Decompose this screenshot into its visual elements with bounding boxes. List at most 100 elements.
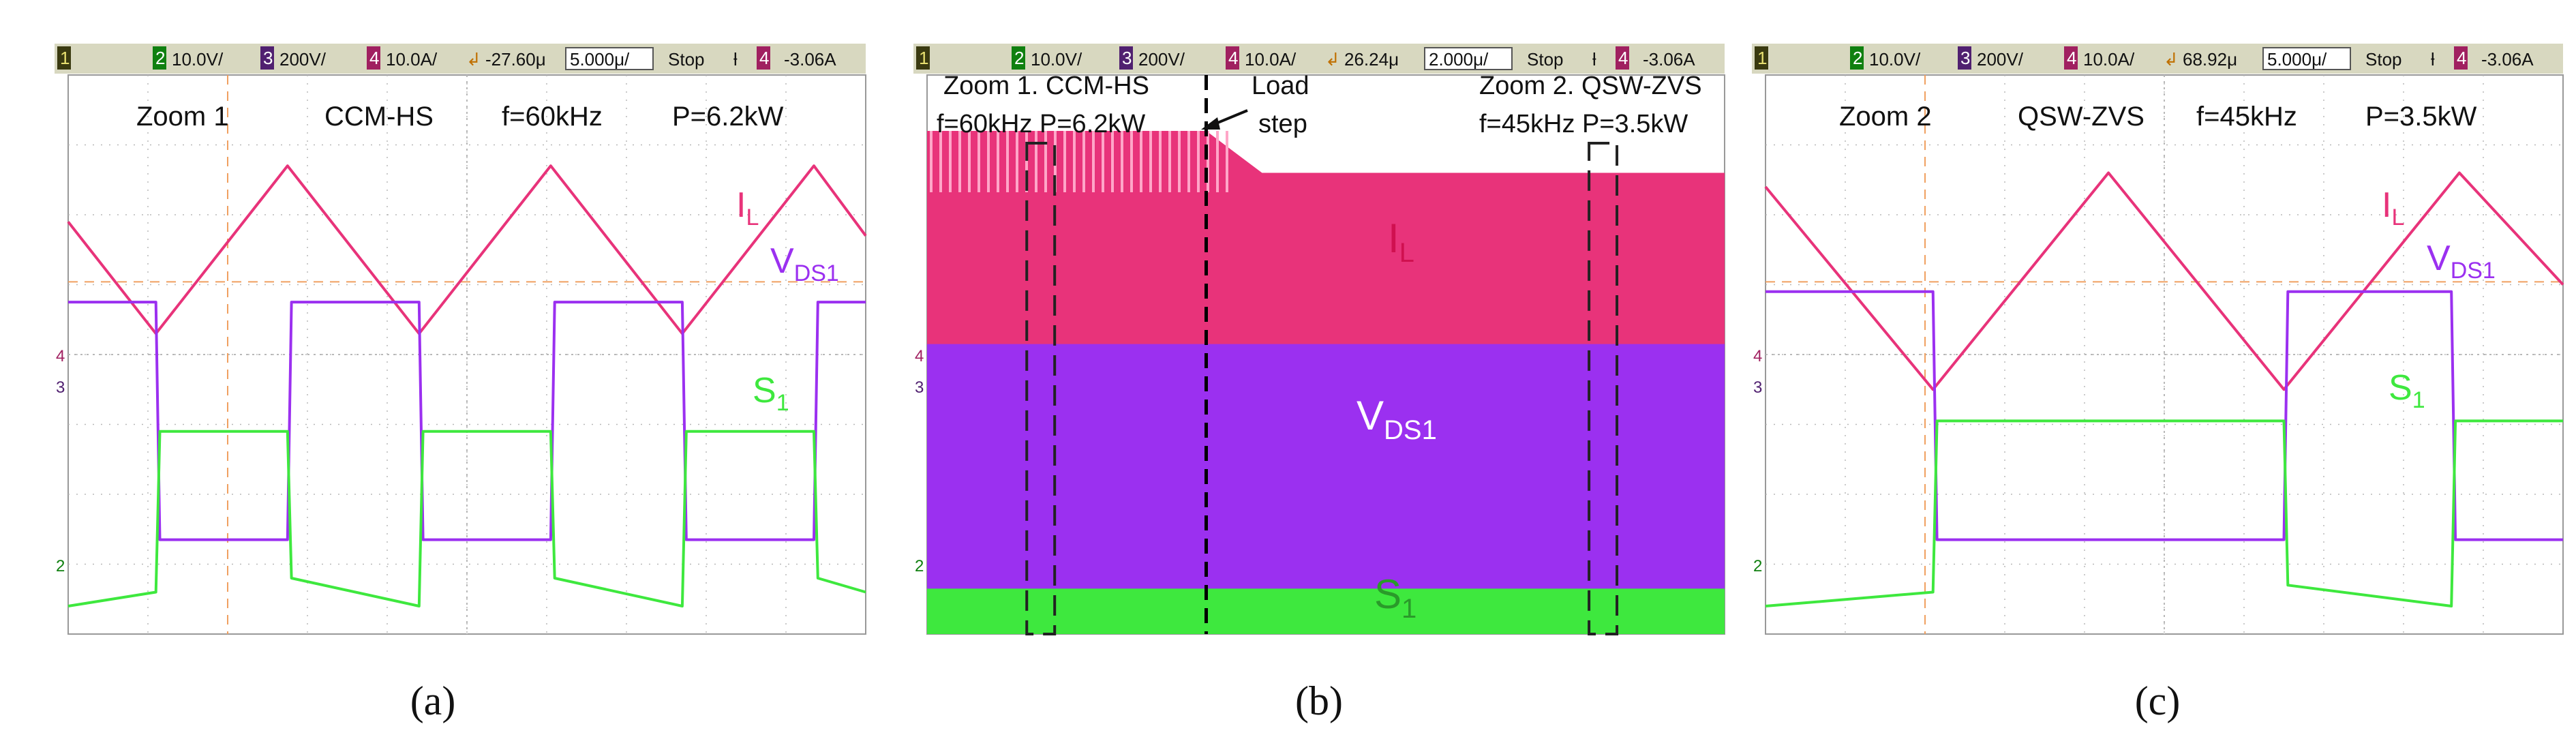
load-step-arrowhead xyxy=(1201,117,1220,130)
ch3-scale: 200V/ xyxy=(1977,49,2024,70)
vds-label: VDS1 xyxy=(1357,393,1437,445)
sub-label-a: (a) xyxy=(410,678,456,723)
traces-a xyxy=(67,164,867,607)
ch1-badge xyxy=(57,46,71,70)
trigger-icon: ƚ xyxy=(733,49,738,70)
run-mode: Stop xyxy=(2365,49,2402,70)
traces-b xyxy=(927,75,1725,635)
trig-ch-badge xyxy=(1616,46,1629,70)
trigger-icon: ƚ xyxy=(2431,49,2435,70)
delay-readout: 68.92μ xyxy=(2183,49,2237,70)
ch4-badge xyxy=(367,46,380,70)
vds-letter: V xyxy=(1357,393,1384,438)
ch3-number: 3 xyxy=(263,48,273,68)
vds-label: VDS1 xyxy=(2427,239,2496,284)
ch4-badge xyxy=(2064,46,2078,70)
ch2-ground-marker: 2 xyxy=(1753,557,1762,575)
ch1-number: 1 xyxy=(60,48,70,68)
statusbar-a xyxy=(55,44,866,74)
il-letter: I xyxy=(2382,185,2391,225)
s1-subscript: 1 xyxy=(1401,594,1416,624)
vds-letter: V xyxy=(2427,239,2451,278)
s1-subscript: 1 xyxy=(776,390,789,416)
il-subscript: L xyxy=(2391,205,2404,230)
load-step-label: Load xyxy=(1252,72,1309,100)
trigger-level: -3.06A xyxy=(2481,49,2534,70)
mode-label: CCM-HS xyxy=(324,102,434,132)
ch4-number: 4 xyxy=(1228,48,1238,68)
s1-subscript: 1 xyxy=(2412,387,2425,413)
ch3-scale: 200V/ xyxy=(279,49,327,70)
ch4-ground-marker: 4 xyxy=(915,347,924,365)
ch3-number: 3 xyxy=(1122,48,1132,68)
sub-label-c: (c) xyxy=(2135,678,2181,723)
s1-label: S1 xyxy=(753,371,789,416)
ch2-number: 2 xyxy=(1853,48,1862,68)
ch3-badge xyxy=(1119,46,1133,70)
timebase-box xyxy=(1424,47,1513,70)
scope-panel-b: 1 2 10.0V/ 3 200V/ 4 10.0A/ ↲ 26.24μ 2.0… xyxy=(913,44,1725,723)
freq-label: f=60kHz xyxy=(502,102,603,132)
ch4-badge xyxy=(1226,46,1239,70)
ch4-ground-marker: 4 xyxy=(1753,347,1762,365)
mode-label: QSW-ZVS xyxy=(2018,102,2145,132)
il-label: IL xyxy=(2382,185,2404,230)
grid-a xyxy=(68,75,866,634)
ch3-ground-marker: 3 xyxy=(915,378,924,397)
zoom1-params: f=60kHz P=6.2kW xyxy=(937,110,1145,138)
sub-label-b: (b) xyxy=(1295,678,1343,723)
ch1-number: 1 xyxy=(919,48,928,68)
trig-ch-number: 4 xyxy=(1618,48,1628,68)
vds-label: VDS1 xyxy=(770,241,839,286)
il-label: IL xyxy=(1388,215,1414,268)
statusbar-c xyxy=(1752,44,2563,74)
ch2-scale: 10.0V/ xyxy=(1031,49,1082,70)
trigger-level: -3.06A xyxy=(1643,49,1695,70)
s1-trace xyxy=(1765,419,2563,607)
ch2-number: 2 xyxy=(1014,48,1024,68)
ch2-ground-marker: 2 xyxy=(915,557,924,575)
ch3-scale: 200V/ xyxy=(1138,49,1185,70)
ch2-badge xyxy=(1012,46,1025,70)
ch2-scale: 10.0V/ xyxy=(1869,49,1921,70)
trig-ch-badge xyxy=(757,46,770,70)
delay-readout: -27.60μ xyxy=(485,49,546,70)
il-subscript: L xyxy=(746,205,759,230)
ch3-badge xyxy=(260,46,274,70)
ch3-ground-marker: 3 xyxy=(56,378,65,397)
s1-label: S1 xyxy=(2389,368,2425,413)
grid-c xyxy=(1766,75,2563,634)
statusbar-b xyxy=(913,44,1725,74)
timebase-box xyxy=(2262,47,2351,70)
vds-band xyxy=(927,344,1725,596)
ch1-badge xyxy=(916,46,930,70)
ch3-ground-marker: 3 xyxy=(1753,378,1762,397)
power-label: P=3.5kW xyxy=(2365,102,2477,132)
zoom1-title: Zoom 1. CCM-HS xyxy=(943,72,1149,100)
timebase-readout: 5.000μ/ xyxy=(2267,49,2327,70)
vds-letter: V xyxy=(770,241,794,281)
s1-letter: S xyxy=(2389,368,2412,408)
trigger-level: -3.06A xyxy=(784,49,836,70)
il-letter: I xyxy=(1388,215,1399,261)
ch4-scale: 10.0A/ xyxy=(2083,49,2135,70)
il-label: IL xyxy=(736,185,759,230)
ch2-number: 2 xyxy=(155,48,165,68)
il-trace xyxy=(1764,171,2564,391)
delay-readout: 26.24μ xyxy=(1344,49,1399,70)
s1-letter: S xyxy=(753,371,776,410)
vds-subscript: DS1 xyxy=(2451,258,2496,284)
il-subscript: L xyxy=(1399,238,1414,268)
ch2-badge xyxy=(153,46,166,70)
trig-ch-badge xyxy=(2454,46,2468,70)
ch2-scale: 10.0V/ xyxy=(172,49,224,70)
vds-trace xyxy=(68,301,866,541)
il-trace xyxy=(67,164,867,335)
ch3-number: 3 xyxy=(1960,48,1970,68)
run-mode: Stop xyxy=(1527,49,1564,70)
timebase-readout: 5.000μ/ xyxy=(570,49,630,70)
scope-panel-a: 1 2 10.0V/ 3 200V/ 4 10.0A/ ↲ -27.60μ 5.… xyxy=(55,44,867,723)
zoom-label: Zoom 2 xyxy=(1839,102,1932,132)
zoom2-title: Zoom 2. QSW-ZVS xyxy=(1479,72,1702,100)
